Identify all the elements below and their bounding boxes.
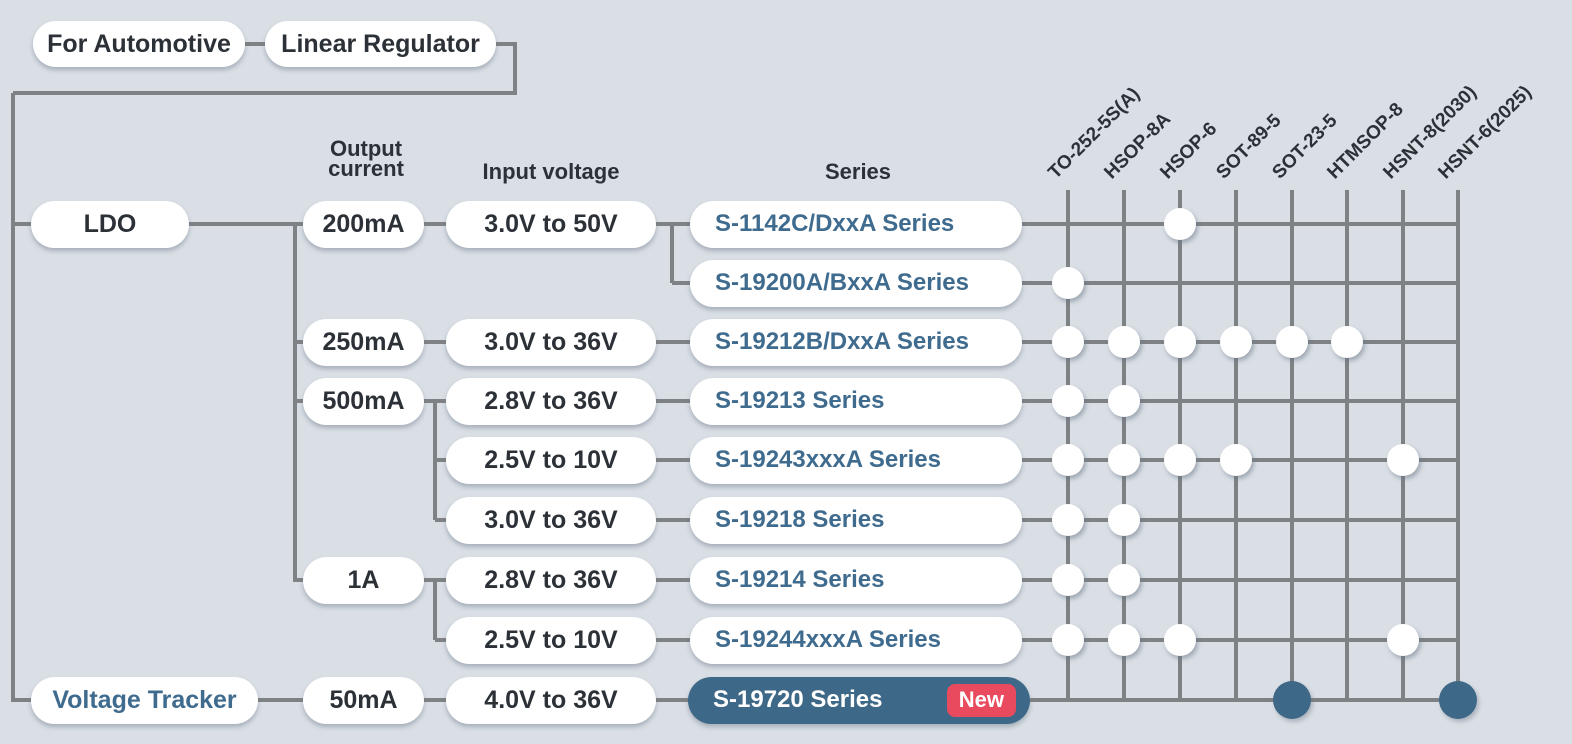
new-badge: New: [946, 683, 1016, 717]
package-dot: [1108, 564, 1140, 596]
connector-line: [295, 399, 307, 403]
connector-line: [435, 458, 448, 462]
package-dot: [1052, 564, 1084, 596]
connector-line: [422, 698, 448, 702]
connector-line: [435, 638, 448, 642]
connector-line: [433, 580, 437, 640]
input-voltage-header: Input voltage: [482, 159, 620, 184]
package-dot: [1052, 385, 1084, 417]
package-header: HSNT-8(2030): [1379, 81, 1481, 184]
input-voltage-pill: 3.0V to 36V: [446, 318, 656, 366]
connector-line: [513, 44, 517, 95]
category-pill: LDO: [31, 200, 189, 248]
connector-line: [495, 42, 517, 46]
for-automotive-pill: For Automotive: [33, 21, 245, 67]
connector-line: [13, 222, 35, 226]
category-pill: Voltage Tracker: [31, 676, 258, 724]
connector-line: [654, 399, 692, 403]
package-dot: [1108, 444, 1140, 476]
grid-line: [1020, 518, 1460, 522]
connector-line: [11, 93, 15, 702]
connector-line: [295, 340, 307, 344]
package-dot: [1108, 504, 1140, 536]
package-dot: [1052, 504, 1084, 536]
connector-line: [187, 222, 305, 226]
input-voltage-pill: 2.5V to 10V: [446, 616, 656, 664]
series-pill: S-19200A/BxxA Series: [690, 259, 1022, 307]
grid-line: [1020, 222, 1460, 226]
output-current-pill: 50mA: [303, 676, 424, 724]
connector-line: [245, 42, 265, 46]
input-voltage-pill: 4.0V to 36V: [446, 676, 656, 724]
package-dot: [1220, 444, 1252, 476]
linear-regulator-label: Linear Regulator: [281, 29, 480, 58]
connector-line: [654, 340, 692, 344]
output-current-pill: 500mA: [303, 377, 424, 425]
connector-line: [256, 698, 304, 702]
series-pill: S-19244xxxA Series: [690, 616, 1022, 664]
grid-line: [1020, 638, 1460, 642]
connector-line: [422, 340, 448, 344]
connector-line: [13, 91, 517, 95]
series-header: Series: [824, 159, 892, 184]
output-current-pill: 1A: [303, 556, 424, 604]
series-pill: S-1142C/DxxA Series: [690, 200, 1022, 248]
package-dot: [1052, 326, 1084, 358]
connector-line: [654, 518, 692, 522]
output-current-header: Output current: [328, 136, 404, 181]
package-dot: [1387, 444, 1419, 476]
grid-line: [1345, 190, 1349, 702]
linear-regulator-pill: Linear Regulator: [265, 21, 496, 67]
package-dot: [1052, 444, 1084, 476]
connector-line: [435, 518, 448, 522]
input-voltage-pill: 2.5V to 10V: [446, 436, 656, 484]
grid-line: [1290, 190, 1294, 702]
series-pill: S-19214 Series: [690, 556, 1022, 604]
connector-line: [295, 578, 307, 582]
for-automotive-label: For Automotive: [47, 29, 231, 58]
connector-line: [654, 578, 692, 582]
series-pill: S-19212B/DxxA Series: [690, 318, 1022, 366]
connector-line: [672, 281, 692, 285]
input-voltage-pill: 3.0V to 36V: [446, 496, 656, 544]
package-dot: [1164, 444, 1196, 476]
connector-line: [670, 224, 674, 283]
input-voltage-pill: 2.8V to 36V: [446, 377, 656, 425]
package-dot: [1164, 208, 1196, 240]
package-dot: [1331, 326, 1363, 358]
connector-line: [654, 698, 692, 702]
series-pill: S-19213 Series: [690, 377, 1022, 425]
grid-line: [1020, 578, 1460, 582]
grid-line: [1030, 698, 1460, 702]
package-dot: [1164, 326, 1196, 358]
connector-line: [654, 458, 692, 462]
grid-line: [1456, 190, 1460, 702]
package-dot: [1439, 681, 1477, 719]
package-dot: [1273, 681, 1311, 719]
input-voltage-pill: 3.0V to 50V: [446, 200, 656, 248]
connector-line: [654, 638, 692, 642]
package-dot: [1108, 385, 1140, 417]
grid-line: [1020, 399, 1460, 403]
connector-line: [13, 698, 35, 702]
connector-line: [293, 224, 297, 582]
package-dot: [1108, 326, 1140, 358]
package-dot: [1220, 326, 1252, 358]
package-dot: [1276, 326, 1308, 358]
series-pill: S-19243xxxA Series: [690, 436, 1022, 484]
series-pill-highlight: S-19720 Series New: [688, 676, 1030, 724]
package-dot: [1052, 624, 1084, 656]
package-dot: [1164, 624, 1196, 656]
grid-line: [1020, 281, 1460, 285]
input-voltage-pill: 2.8V to 36V: [446, 556, 656, 604]
series-pill: S-19218 Series: [690, 496, 1022, 544]
package-dot: [1108, 624, 1140, 656]
output-current-pill: 250mA: [303, 318, 424, 366]
package-dot: [1052, 267, 1084, 299]
output-current-pill: 200mA: [303, 200, 424, 248]
series-label: S-19720 Series: [713, 686, 883, 713]
package-dot: [1387, 624, 1419, 656]
connector-line: [422, 222, 448, 226]
